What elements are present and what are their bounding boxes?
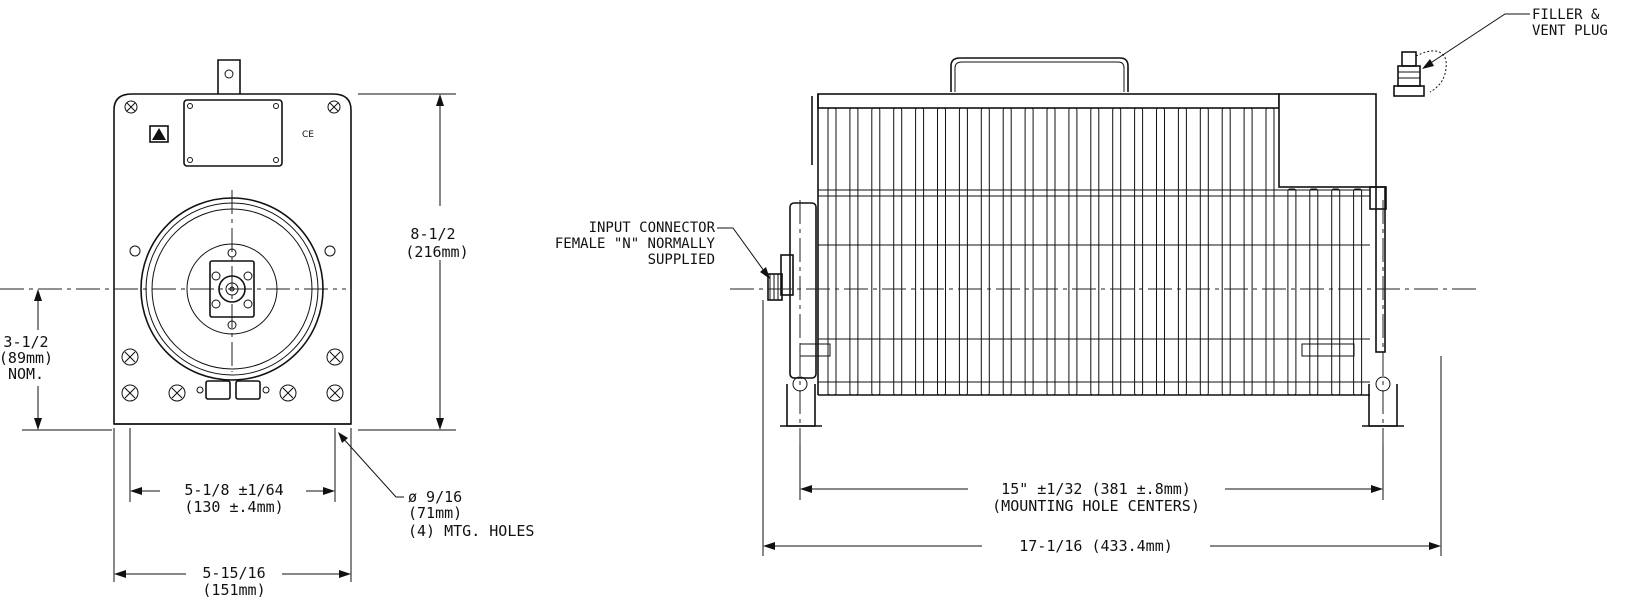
filler-callout: FILLER & VENT PLUG [1422, 7, 1608, 69]
svg-text:VENT PLUG: VENT PLUG [1532, 23, 1608, 39]
cooling-fin [937, 107, 946, 396]
cooling-fin [1156, 107, 1165, 396]
carry-handle [950, 57, 1129, 92]
cooling-fin [1002, 107, 1012, 396]
cooling-fin [893, 107, 903, 396]
front-view: CE [0, 59, 352, 582]
svg-text:3-1/2: 3-1/2 [3, 333, 48, 351]
hole-spacing-dimension: 5-1/8 ±1/64 (130 ±.4mm) [130, 481, 335, 516]
n-connector-icon [218, 275, 246, 303]
cooling-fin [1243, 107, 1253, 396]
overall-length-dimension: 17-1/16 (433.4mm) [763, 537, 1441, 555]
svg-text:NOM.: NOM. [8, 365, 44, 383]
front-width-dimension: 5-15/16 (151mm) [114, 564, 351, 599]
cooling-fin [915, 107, 925, 396]
corner-screw-icon [124, 100, 341, 114]
vent-plug-icon [1393, 50, 1447, 97]
svg-text:(4) MTG. HOLES: (4) MTG. HOLES [408, 522, 534, 540]
front-flange [140, 197, 324, 381]
svg-text:5-15/16: 5-15/16 [202, 564, 265, 582]
holes-callout: ø 9/16 (71mm) (4) MTG. HOLES [338, 432, 534, 540]
ce-mark: CE [302, 130, 314, 140]
cooling-fin [827, 107, 837, 396]
cooling-fin [1134, 107, 1144, 396]
svg-text:(71mm): (71mm) [408, 504, 462, 522]
cooling-fin [1177, 107, 1187, 396]
svg-text:(130 ±.4mm): (130 ±.4mm) [184, 498, 283, 516]
front-panel [113, 93, 352, 425]
cooling-fin [1287, 188, 1297, 396]
svg-text:8-1/2: 8-1/2 [410, 225, 455, 243]
svg-text:FILLER &: FILLER & [1532, 7, 1600, 23]
svg-text:15" ±1/32 (381 ±.8mm): 15" ±1/32 (381 ±.8mm) [1001, 480, 1191, 498]
cooling-fin [871, 107, 881, 396]
cooling-fin [980, 107, 990, 396]
svg-text:(89mm): (89mm) [0, 349, 53, 367]
svg-text:(151mm): (151mm) [202, 581, 265, 599]
cooling-fin [1024, 107, 1034, 396]
svg-text:17-1/16 (433.4mm): 17-1/16 (433.4mm) [1019, 537, 1173, 555]
name-plate [183, 99, 283, 167]
end-plate [789, 202, 817, 379]
warning-icon [149, 125, 169, 143]
cooling-fin [1046, 107, 1056, 396]
svg-text:INPUT CONNECTOR: INPUT CONNECTOR [589, 220, 716, 236]
cooling-fin [1265, 107, 1275, 396]
cooling-fin [1068, 107, 1078, 396]
cooling-fin [849, 107, 859, 396]
svg-text:SUPPLIED: SUPPLIED [648, 252, 715, 268]
svg-text:ø 9/16: ø 9/16 [408, 488, 462, 506]
mounting-screw-icon [121, 348, 344, 402]
cooling-fin [1353, 188, 1363, 396]
cooling-fin [1112, 107, 1122, 396]
svg-text:FEMALE "N" NORMALLY: FEMALE "N" NORMALLY [555, 236, 716, 252]
cooling-fin [1331, 188, 1341, 396]
cooling-fin [1309, 188, 1319, 396]
svg-text:(216mm): (216mm) [405, 243, 468, 261]
svg-text:(MOUNTING HOLE CENTERS): (MOUNTING HOLE CENTERS) [992, 497, 1200, 515]
side-view [730, 50, 1480, 556]
cooling-fin [958, 107, 968, 396]
mount-centers-dimension: 15" ±1/32 (381 ±.8mm) (MOUNTING HOLE CEN… [800, 480, 1383, 515]
input-connector-icon [767, 273, 783, 301]
cooling-fin [1221, 107, 1231, 396]
height-dimension: 8-1/2 (216mm) [358, 93, 469, 431]
connector-flange [209, 260, 255, 318]
cooling-fin [1090, 107, 1100, 396]
cooling-fin [1199, 107, 1209, 396]
svg-text:5-1/8 ±1/64: 5-1/8 ±1/64 [184, 481, 283, 499]
filler-housing [1278, 93, 1377, 188]
center-height-dimension: 3-1/2 (89mm) NOM. [0, 289, 112, 431]
input-connector-callout: INPUT CONNECTOR FEMALE "N" NORMALLY SUPP… [555, 220, 770, 279]
